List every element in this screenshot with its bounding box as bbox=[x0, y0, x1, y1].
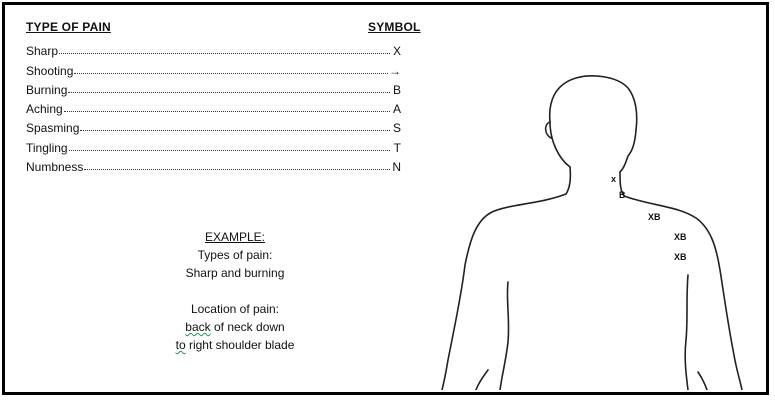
location-text: right shoulder blade bbox=[186, 338, 295, 352]
legend-name: Sharp bbox=[26, 44, 58, 58]
pain-mark: B bbox=[619, 190, 626, 200]
leader-dots bbox=[74, 73, 388, 74]
legend-symbol: S bbox=[391, 121, 401, 135]
location-line-2: to right shoulder blade bbox=[130, 336, 340, 354]
example-block: EXAMPLE: Types of pain: Sharp and burnin… bbox=[130, 228, 340, 354]
legend-symbol: N bbox=[391, 160, 401, 174]
right-torso-line bbox=[698, 372, 707, 390]
legend-row-aching: Aching A bbox=[26, 97, 401, 116]
location-label: Location of pain: bbox=[130, 300, 340, 318]
legend-symbol: T bbox=[391, 141, 401, 155]
types-label: Types of pain: bbox=[130, 246, 340, 264]
left-inner-arm bbox=[500, 282, 509, 390]
pain-legend: Sharp X Shooting → Burning B Aching A Sp… bbox=[26, 39, 401, 174]
legend-symbol: A bbox=[391, 102, 401, 116]
legend-name: Tingling bbox=[26, 141, 68, 155]
right-inner-arm bbox=[685, 275, 688, 390]
types-value: Sharp and burning bbox=[130, 264, 340, 282]
type-of-pain-header: TYPE OF PAIN bbox=[26, 20, 111, 34]
legend-row-burning: Burning B bbox=[26, 78, 401, 97]
location-line-1: back of neck down bbox=[130, 318, 340, 336]
pain-mark: XB bbox=[674, 252, 687, 262]
left-torso-line bbox=[476, 370, 488, 390]
leader-dots bbox=[84, 169, 390, 170]
legend-row-tingling: Tingling T bbox=[26, 135, 401, 154]
location-text: of neck down bbox=[211, 320, 285, 334]
spellcheck-word: back bbox=[185, 320, 210, 334]
head-outline bbox=[550, 76, 637, 172]
leader-dots bbox=[68, 92, 390, 93]
leader-dots bbox=[64, 111, 390, 112]
right-shoulder-outline bbox=[620, 172, 742, 390]
legend-symbol: X bbox=[391, 44, 401, 58]
legend-row-sharp: Sharp X bbox=[26, 39, 401, 58]
arrow-icon: → bbox=[389, 64, 401, 78]
pain-mark: XB bbox=[674, 232, 687, 242]
leader-dots bbox=[80, 130, 390, 131]
legend-name: Shooting bbox=[26, 64, 73, 78]
legend-name: Burning bbox=[26, 83, 67, 97]
legend-name: Spasming bbox=[26, 121, 79, 135]
symbol-header: SYMBOL bbox=[368, 20, 421, 34]
leader-dots bbox=[59, 53, 390, 54]
body-outline-figure: x B XB XB XB bbox=[430, 70, 765, 390]
spacer bbox=[130, 282, 340, 300]
legend-row-shooting: Shooting → bbox=[26, 58, 401, 77]
pain-mark: x bbox=[611, 174, 616, 184]
example-title: EXAMPLE: bbox=[130, 228, 340, 246]
spellcheck-word: to bbox=[176, 338, 186, 352]
legend-name: Aching bbox=[26, 102, 63, 116]
pain-mark: XB bbox=[648, 212, 661, 222]
legend-row-spasming: Spasming S bbox=[26, 116, 401, 135]
leader-dots bbox=[69, 150, 390, 151]
legend-name: Numbness bbox=[26, 160, 83, 174]
legend-symbol: B bbox=[391, 83, 401, 97]
legend-row-numbness: Numbness N bbox=[26, 155, 401, 174]
